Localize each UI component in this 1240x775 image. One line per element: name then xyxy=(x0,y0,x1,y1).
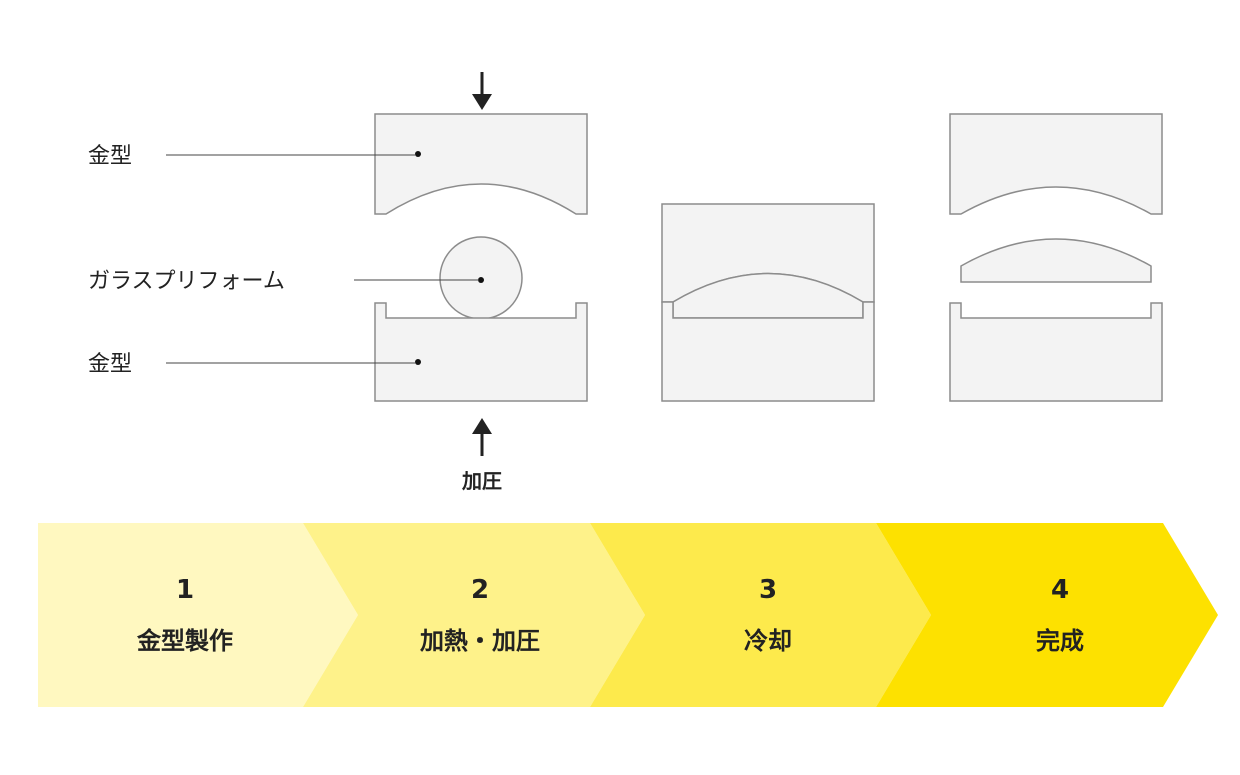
finished-lower-mold xyxy=(949,302,1163,402)
lower-mold-dot xyxy=(415,359,421,365)
upper-mold-label: 金型 xyxy=(88,144,132,169)
preform-dot xyxy=(478,277,484,283)
step-2-number: 2 xyxy=(471,575,489,605)
labels: 金型 ガラスプリフォーム 金型 xyxy=(88,144,479,377)
closed-mold-lower xyxy=(661,301,875,402)
pressure-label: 加圧 xyxy=(461,469,502,493)
step-2-name: 加熱・加圧 xyxy=(420,627,540,655)
step-1-name: 金型製作 xyxy=(136,627,233,655)
upper-mold xyxy=(374,113,588,215)
step-1-chevron xyxy=(38,523,358,707)
step-3-chevron xyxy=(590,523,931,707)
step-1-number: 1 xyxy=(176,575,194,605)
step-3-name: 冷却 xyxy=(744,627,792,655)
step-2-chevron xyxy=(303,523,645,707)
step-4-chevron xyxy=(876,523,1218,707)
upper-mold-dot xyxy=(415,151,421,157)
process-steps: 1 金型製作 2 加熱・加圧 3 冷却 4 完成 xyxy=(38,523,1218,707)
down-arrow-icon xyxy=(472,72,492,110)
stage-finished xyxy=(949,113,1163,402)
lower-mold xyxy=(374,302,588,402)
finished-upper-mold xyxy=(949,113,1163,215)
step-3-number: 3 xyxy=(759,575,777,605)
lower-mold-label: 金型 xyxy=(88,352,132,377)
stage-closed-mold xyxy=(661,203,875,402)
preform-label: ガラスプリフォーム xyxy=(88,269,285,294)
up-arrow-icon xyxy=(472,418,492,456)
step-4-number: 4 xyxy=(1051,575,1069,605)
finished-lens xyxy=(960,238,1152,283)
stage-pressing: 加圧 xyxy=(374,72,588,493)
step-4-name: 完成 xyxy=(1036,627,1084,655)
